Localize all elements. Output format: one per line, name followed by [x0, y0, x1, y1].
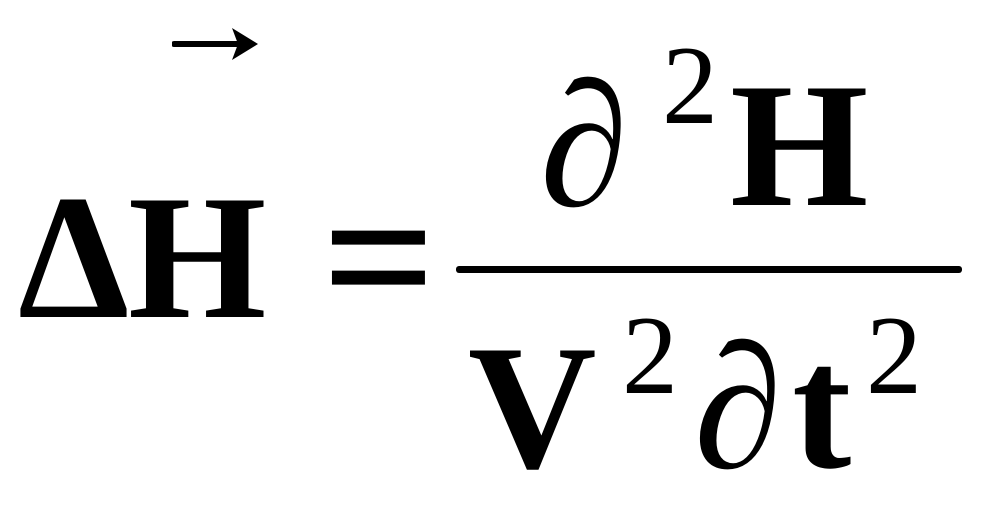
denominator-coefficient-exponent: 2 — [622, 294, 678, 418]
denominator-coefficient-v: V — [468, 308, 597, 506]
numerator-exponent: 2 — [662, 24, 718, 148]
numerator-partial-symbol: ∂ — [540, 46, 628, 244]
fraction-bar — [456, 266, 962, 273]
denominator-partial-symbol: ∂ — [694, 308, 782, 506]
denominator-variable-t: t — [792, 308, 852, 506]
equals-sign: = — [322, 147, 436, 368]
numerator-variable-h: H — [730, 46, 869, 244]
right-arrow-icon — [172, 28, 258, 60]
lhs-variable-h: H — [128, 158, 267, 356]
denominator-variable-exponent: 2 — [866, 294, 922, 418]
laplace-operator: Δ — [18, 158, 130, 356]
